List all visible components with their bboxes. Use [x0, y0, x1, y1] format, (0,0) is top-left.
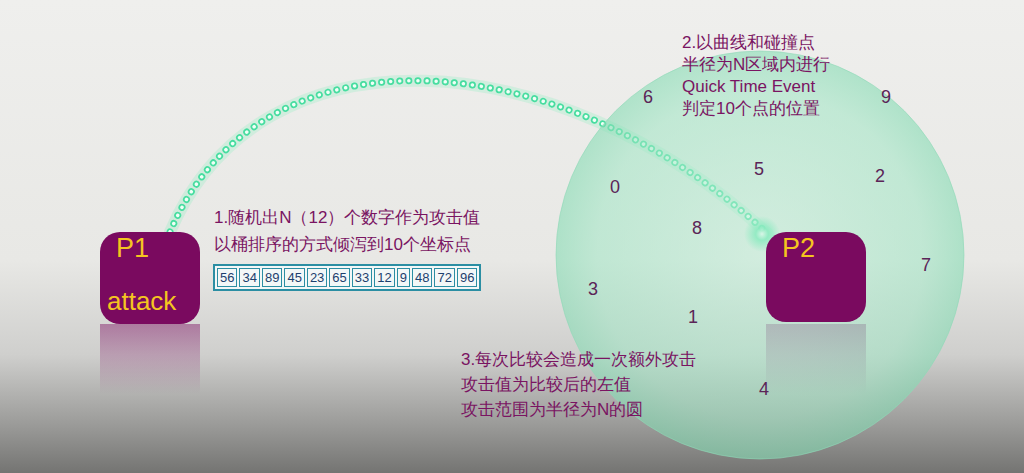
player-box: P1 attack [100, 232, 200, 324]
array-cell: 48 [412, 268, 432, 287]
callout-number: 3 [588, 279, 598, 301]
step-note: 2.以曲线和碰撞点 半径为N区域内进行 Quick Time Event 判定1… [682, 32, 862, 120]
box-reflection [100, 324, 200, 394]
action-label: attack [107, 286, 176, 317]
callout-number: 6 [643, 87, 653, 109]
callout-number: 1 [688, 307, 698, 329]
callout-number: 0 [610, 177, 620, 199]
callout-number: 4 [759, 379, 769, 401]
array-cell: 72 [434, 268, 454, 287]
array-cell: 89 [262, 268, 282, 287]
callout-number: 8 [692, 218, 702, 240]
step-note: 3.每次比较会造成一次额外攻击 攻击值为比较后的左值 攻击范围为半径为N的圆 [461, 347, 731, 422]
player-box: P2 [766, 232, 866, 322]
array-cell: 33 [352, 268, 372, 287]
step-note: 1.随机出N（12）个数字作为攻击值 以桶排序的方式倾泻到10个坐标点 [214, 204, 524, 258]
player-label: P2 [782, 232, 815, 264]
array-cell: 23 [307, 268, 327, 287]
array-cell: 9 [397, 268, 410, 287]
callout-number: 5 [754, 159, 764, 181]
value-array: 56348945236533129487296 [213, 264, 481, 291]
impact-region: 2.以曲线和碰撞点 半径为N区域内进行 Quick Time Event 判定1… [555, 50, 965, 460]
array-cell: 96 [457, 268, 477, 287]
array-cell: 56 [217, 268, 237, 287]
callout-number: 7 [921, 255, 931, 277]
array-cell: 45 [284, 268, 304, 287]
player-label: P1 [116, 232, 149, 264]
callout-number: 2 [875, 166, 885, 188]
callout-number: 9 [881, 87, 891, 109]
array-cell: 12 [374, 268, 394, 287]
array-cell: 34 [239, 268, 259, 287]
array-cell: 65 [329, 268, 349, 287]
